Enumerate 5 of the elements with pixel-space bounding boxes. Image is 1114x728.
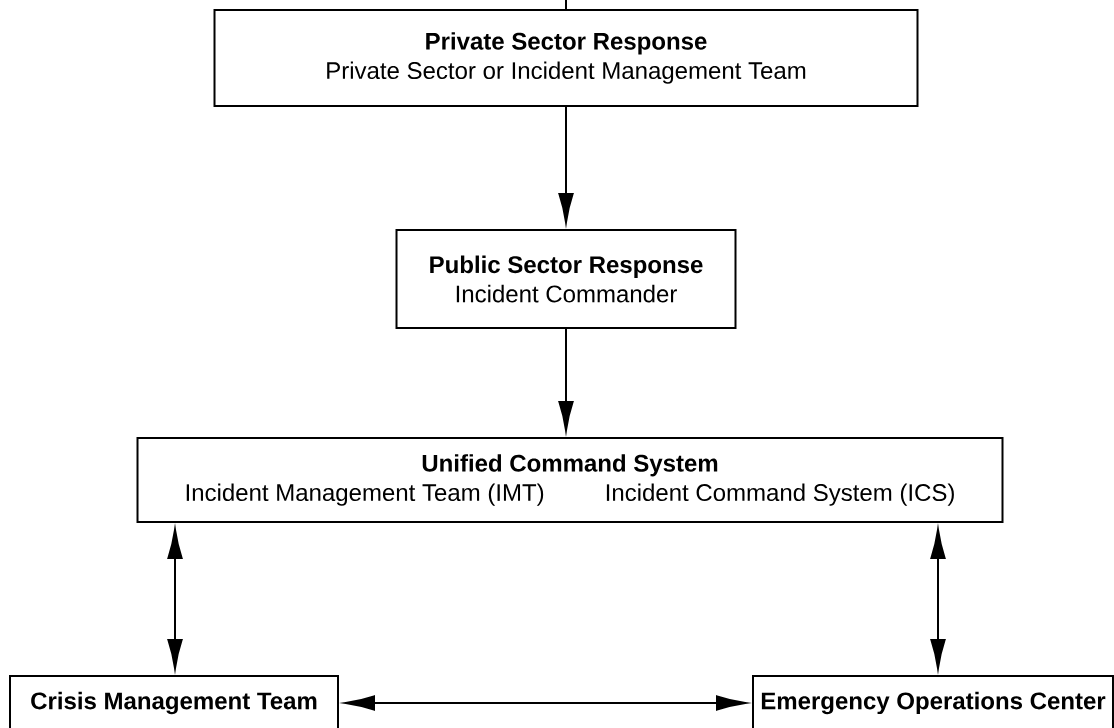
process-box: Private Sector Response Private Sector or Incident Management Team	[213, 9, 919, 107]
process-box: Crisis Management Team	[9, 675, 339, 728]
process-box: Emergency Operations Center	[752, 675, 1114, 728]
process-box: Public Sector Response Incident Commander	[395, 229, 737, 329]
process-box: Unified Command System Incident Management Team (IMT) Incident Command System (ICS)	[136, 437, 1004, 523]
